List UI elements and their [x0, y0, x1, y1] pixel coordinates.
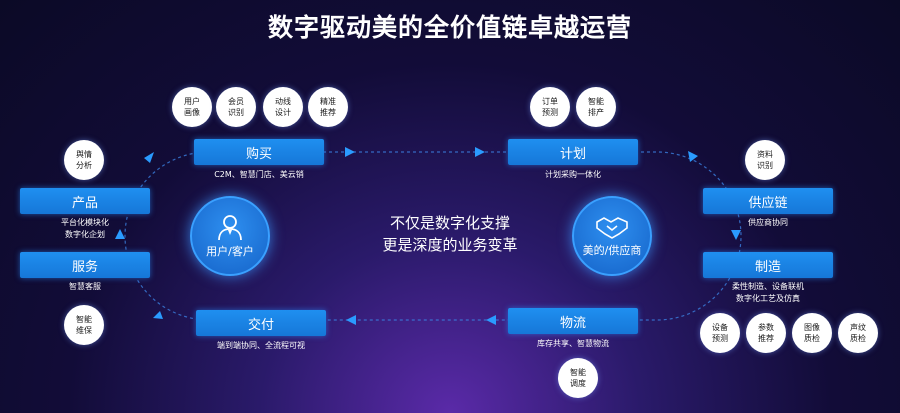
center-slogan-line1: 不仅是数字化支撑: [389, 214, 510, 232]
center-slogan: 不仅是数字化支撑 更是深度的业务变革: [340, 212, 560, 256]
stage-logistics-desc: 库存共享、智慧物流: [537, 339, 609, 348]
center-slogan-line2: 更是深度的业务变革: [382, 236, 518, 254]
user-icon: [218, 215, 242, 241]
arrow-up-icon: [115, 229, 125, 239]
stage-product-desc-1: 平台化模块化: [61, 218, 109, 227]
stage-supply-desc: 供应商协同: [748, 218, 788, 227]
arrow-left-icon: [486, 315, 496, 325]
bubble-parameter-recommend: 参数 推荐: [746, 313, 786, 353]
stage-supply-chain[interactable]: 供应链: [703, 188, 833, 214]
bubble-equipment-forecast: 设备 预测: [700, 313, 740, 353]
stage-manufacturing[interactable]: 制造: [703, 252, 833, 278]
handshake-icon: [596, 217, 628, 239]
stage-buy-desc: C2M、智慧门店、美云销: [214, 170, 304, 179]
bubble-member-id: 会员 识别: [216, 87, 256, 127]
stage-logistics[interactable]: 物流: [508, 308, 638, 334]
stage-delivery[interactable]: 交付: [196, 310, 326, 336]
stage-buy[interactable]: 购买: [194, 139, 324, 165]
stage-make-desc-1: 柔性制造、设备联机: [732, 282, 804, 291]
bubble-order-forecast: 订单 预测: [530, 87, 570, 127]
arrow-up-icon: [144, 152, 154, 163]
arrow-left-icon: [346, 315, 356, 325]
arrow-left-icon: [153, 311, 163, 319]
bubble-smart-maintenance: 智能 维保: [64, 305, 104, 345]
page-title: 数字驱动美的全价值链卓越运营: [267, 13, 632, 42]
hub-user-customer[interactable]: 用户/客户: [190, 196, 270, 276]
stage-plan[interactable]: 计划: [508, 139, 638, 165]
arrow-right-icon: [345, 147, 355, 157]
bubble-user-portrait: 用户 画像: [172, 87, 212, 127]
bubble-precise-recommend: 精准 推荐: [308, 87, 348, 127]
hub-midea-supplier[interactable]: 美的/供应商: [572, 196, 652, 276]
stage-plan-desc: 计划采购一体化: [545, 170, 601, 179]
bubble-dynamic-design: 动线 设计: [263, 87, 303, 127]
stage-service[interactable]: 服务: [20, 252, 150, 278]
stage-service-desc: 智慧客服: [69, 282, 101, 291]
hub-user-label: 用户/客户: [206, 245, 254, 258]
arrow-right-icon: [688, 151, 698, 162]
stage-product-desc-2: 数字化企划: [65, 230, 105, 239]
bubble-smart-dispatch: 智能 调度: [558, 358, 598, 398]
stage-make-desc-2: 数字化工艺及仿真: [736, 294, 800, 303]
stage-delivery-desc: 端到端协同、全流程可视: [217, 341, 305, 350]
bubble-sentiment-analysis: 舆情 分析: [64, 140, 104, 180]
arrow-right-icon: [475, 147, 485, 157]
bubble-material-id: 资料 识别: [745, 140, 785, 180]
arrow-down-icon: [731, 230, 741, 240]
bubble-smart-scheduling: 智能 排产: [576, 87, 616, 127]
bubble-acoustic-qc: 声纹 质检: [838, 313, 878, 353]
bubble-image-qc: 图像 质检: [792, 313, 832, 353]
hub-midea-label: 美的/供应商: [582, 244, 642, 257]
stage-product[interactable]: 产品: [20, 188, 150, 214]
